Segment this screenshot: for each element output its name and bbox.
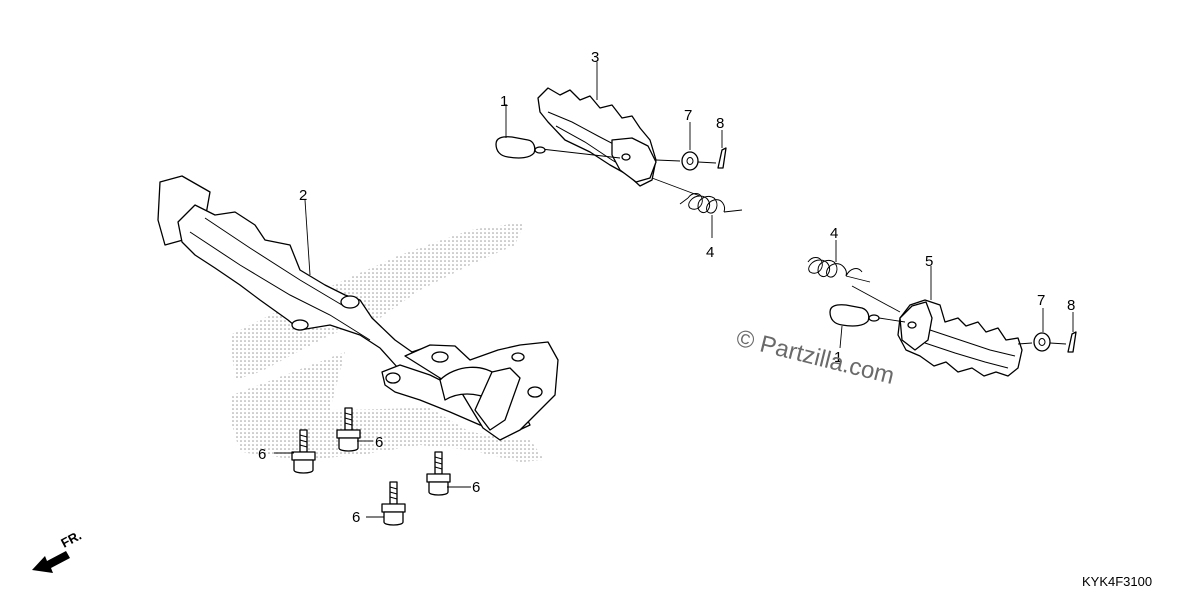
cotter-lower <box>1049 331 1077 353</box>
footpeg-lower <box>897 299 1023 377</box>
callout-8-upper: 8 <box>716 115 724 132</box>
callout-3: 3 <box>591 49 599 66</box>
callout-8-lower: 8 <box>1067 297 1075 314</box>
callout-6-d: 6 <box>352 509 360 526</box>
callout-1-lower: 1 <box>834 349 842 366</box>
callout-7-upper: 7 <box>684 107 692 124</box>
spring-lower <box>807 257 901 313</box>
pin-lower <box>829 304 906 327</box>
callout-6-a: 6 <box>258 446 266 463</box>
callout-4-upper: 4 <box>706 244 714 261</box>
frame-shading-lower <box>232 352 545 462</box>
watermark: © Partzilla.com <box>734 325 897 390</box>
callout-1-upper: 1 <box>500 93 508 110</box>
footpeg-upper <box>537 87 657 187</box>
frame-shading <box>230 222 525 380</box>
bolt-d <box>381 481 406 526</box>
washer-upper <box>655 151 699 171</box>
callout-4-lower: 4 <box>830 225 838 242</box>
callout-6-c: 6 <box>472 479 480 496</box>
callout-5: 5 <box>925 253 933 270</box>
callout-7-lower: 7 <box>1037 292 1045 309</box>
callout-2: 2 <box>299 187 307 204</box>
spring-upper <box>651 177 743 214</box>
front-label: FR. <box>58 528 84 551</box>
front-arrow-icon: FR. <box>32 528 84 573</box>
cotter-upper <box>697 147 727 169</box>
callout-6-b: 6 <box>375 434 383 451</box>
diagram-code: KYK4F3100 <box>1082 574 1152 589</box>
pin-upper <box>495 136 621 159</box>
bolt-b <box>336 407 361 452</box>
washer-lower <box>1017 332 1051 352</box>
step-bar <box>157 175 559 441</box>
bolt-a <box>291 429 316 474</box>
bolt-c <box>426 451 451 496</box>
